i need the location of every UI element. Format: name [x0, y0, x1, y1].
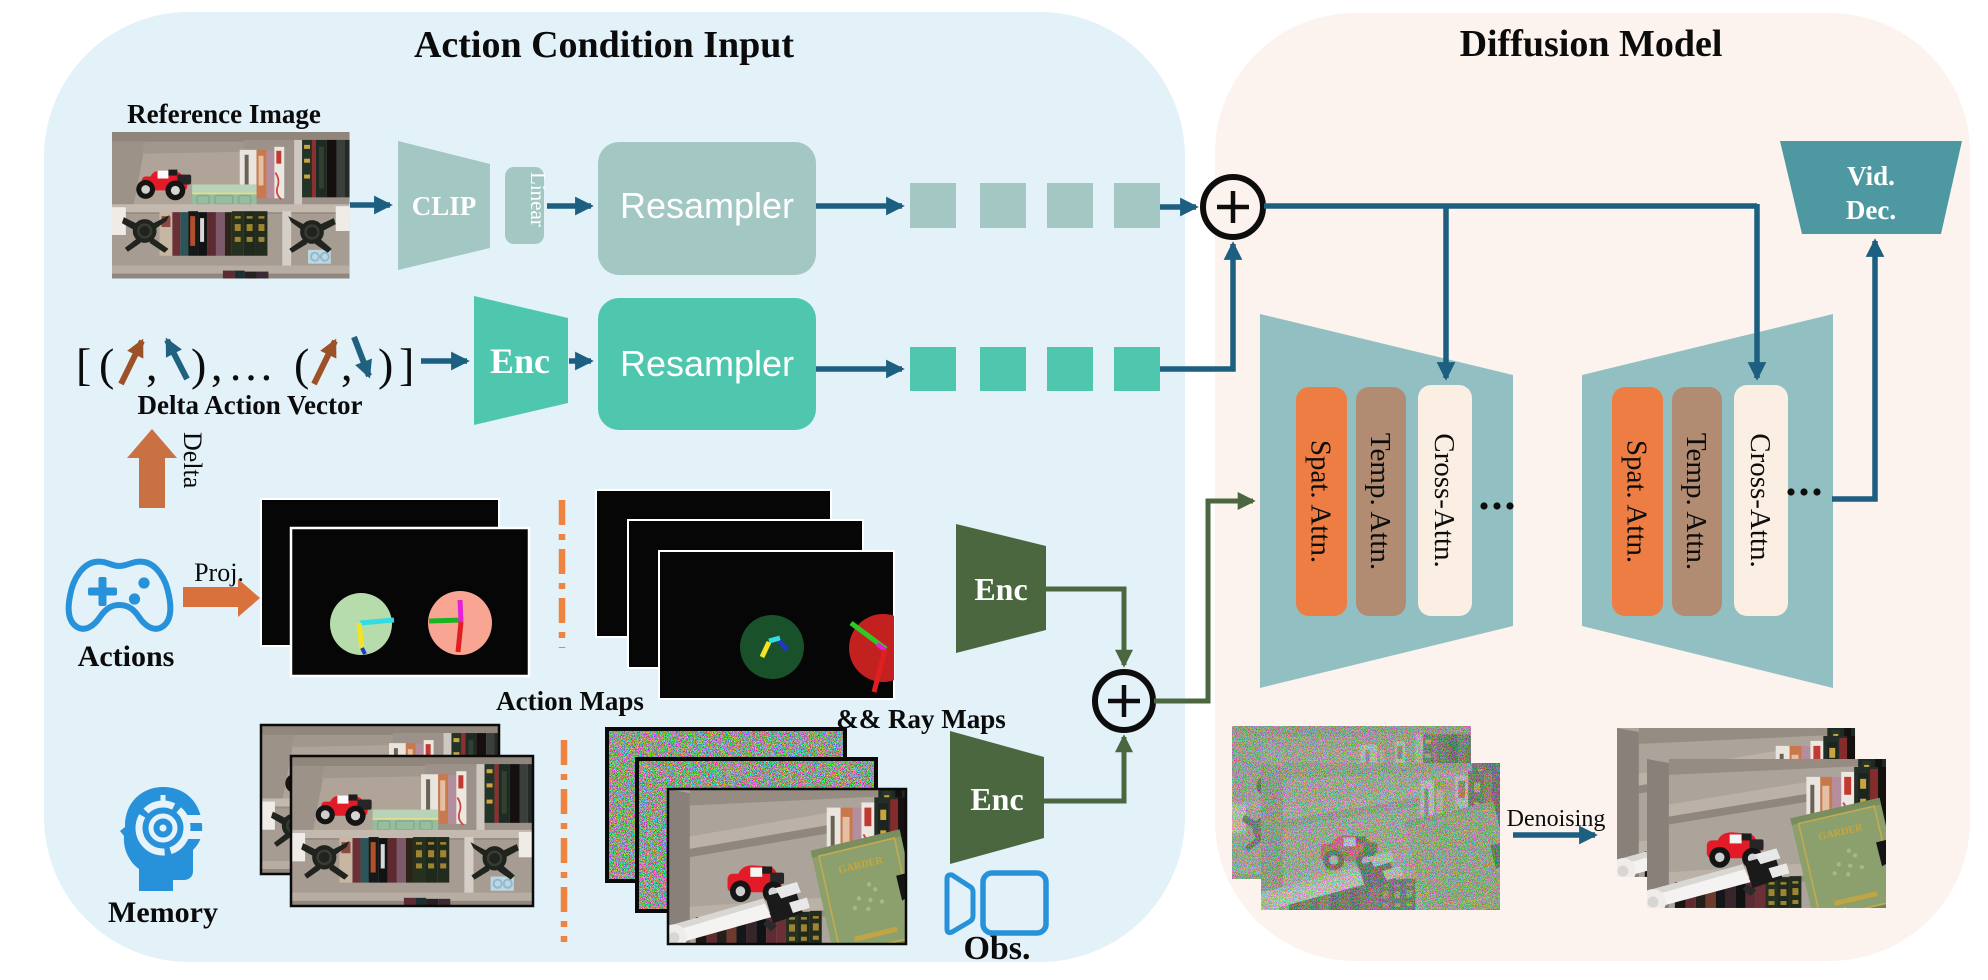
svg-text:Vid.: Vid. — [1847, 161, 1895, 191]
svg-text:Action Condition Input: Action Condition Input — [414, 24, 794, 66]
svg-text:Enc: Enc — [974, 571, 1027, 607]
svg-text:Resampler: Resampler — [620, 343, 794, 384]
svg-text:…: … — [228, 339, 274, 390]
svg-text:Enc: Enc — [490, 341, 550, 381]
svg-text:Reference Image: Reference Image — [127, 99, 321, 129]
svg-text:Enc: Enc — [970, 781, 1023, 817]
svg-text:Actions: Actions — [78, 640, 175, 673]
svg-text:]: ] — [399, 339, 414, 390]
svg-text:(: ( — [294, 339, 309, 390]
svg-text:,: , — [341, 339, 353, 390]
svg-text:,: , — [211, 339, 223, 390]
svg-text:Dec.: Dec. — [1846, 195, 1896, 225]
svg-text:Diffusion Model: Diffusion Model — [1460, 23, 1723, 65]
svg-text:&& Ray Maps: && Ray Maps — [836, 704, 1006, 734]
svg-text:,: , — [146, 339, 158, 390]
svg-text:Delta: Delta — [178, 432, 207, 489]
svg-text:Temp. Attn.: Temp. Attn. — [1680, 433, 1712, 570]
svg-text:Action Maps: Action Maps — [496, 686, 644, 716]
svg-text:Temp. Attn.: Temp. Attn. — [1364, 433, 1396, 570]
svg-text:Denoising: Denoising — [1507, 806, 1606, 832]
svg-text:Resampler: Resampler — [620, 185, 794, 226]
svg-text:(: ( — [99, 339, 114, 390]
svg-text:Delta Action Vector: Delta Action Vector — [138, 390, 363, 420]
svg-text:[: [ — [76, 339, 91, 390]
svg-text:Spat. Attn.: Spat. Attn. — [1305, 440, 1337, 563]
svg-text:Proj.: Proj. — [194, 558, 244, 587]
svg-text:Spat. Attn.: Spat. Attn. — [1621, 440, 1653, 563]
svg-text:Obs.: Obs. — [963, 930, 1030, 967]
svg-text:Cross-Attn.: Cross-Attn. — [1428, 433, 1460, 568]
svg-text:Linear: Linear — [526, 172, 550, 227]
svg-text:CLIP: CLIP — [412, 191, 477, 221]
svg-text:): ) — [191, 339, 206, 390]
svg-text:): ) — [378, 339, 393, 390]
svg-text:Memory: Memory — [108, 896, 218, 929]
svg-text:Cross-Attn.: Cross-Attn. — [1744, 433, 1776, 568]
